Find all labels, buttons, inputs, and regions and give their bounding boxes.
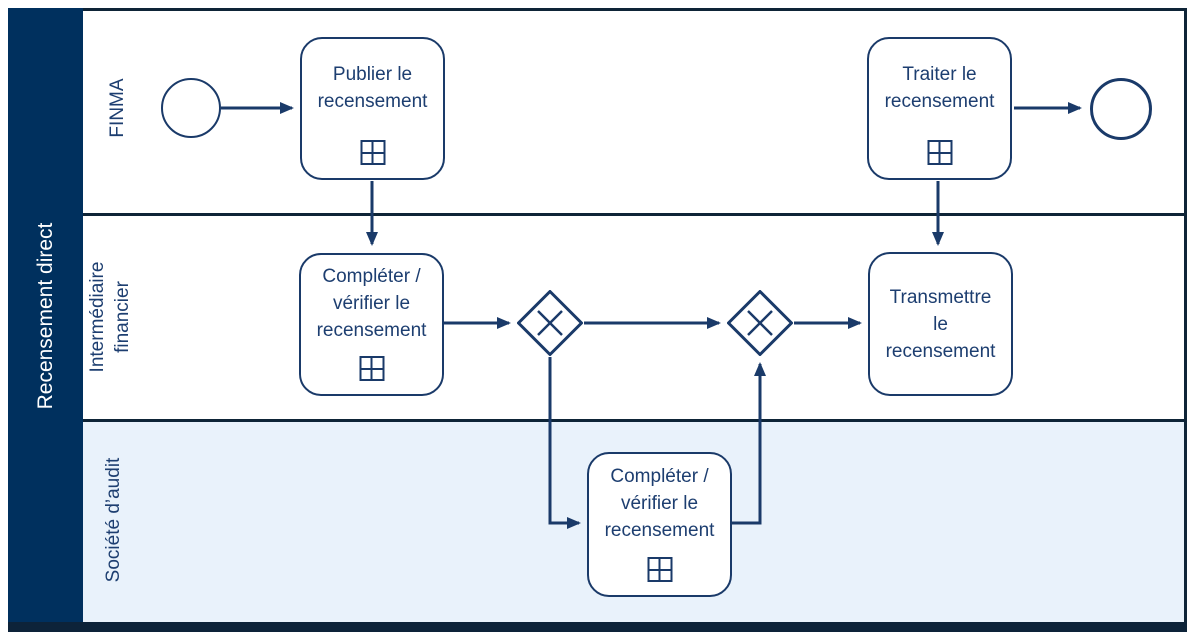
subprocess-expand-icon	[360, 140, 385, 165]
task-completer-verifier-audit: Compléter / vérifier le recensement	[587, 452, 732, 597]
start-event	[161, 78, 221, 138]
pool-header-bar	[8, 8, 83, 632]
task-label: Transmettre le recensement	[885, 286, 996, 362]
lane-intermediaire-financier	[83, 216, 1184, 419]
pool-border-top	[83, 8, 1187, 11]
task-label: Publier le recensement	[317, 63, 428, 112]
lane-divider-2	[83, 419, 1184, 422]
x-gateway-icon	[747, 310, 773, 336]
pool-border-right	[1184, 8, 1187, 622]
subprocess-expand-icon	[359, 356, 384, 381]
task-completer-verifier-fi: Compléter / vérifier le recensement	[299, 253, 444, 396]
subprocess-expand-icon	[927, 140, 952, 165]
task-traiter-le-recensement: Traiter le recensement	[867, 37, 1012, 180]
end-event	[1090, 78, 1152, 140]
task-transmettre-le-recensement: Transmettre le recensement	[868, 252, 1013, 396]
task-label: Compléter / vérifier le recensement	[604, 466, 715, 541]
lane-finma	[83, 11, 1184, 213]
lane-divider-1	[83, 213, 1184, 216]
task-publier-le-recensement: Publier le recensement	[300, 37, 445, 180]
xor-gateway-1	[517, 290, 583, 356]
xor-gateway-2	[727, 290, 793, 356]
task-label: Traiter le recensement	[884, 63, 995, 112]
subprocess-expand-icon	[647, 557, 672, 582]
task-label: Compléter / vérifier le recensement	[316, 266, 427, 341]
x-gateway-icon	[537, 310, 563, 336]
pool-border-bottom	[8, 622, 1187, 632]
